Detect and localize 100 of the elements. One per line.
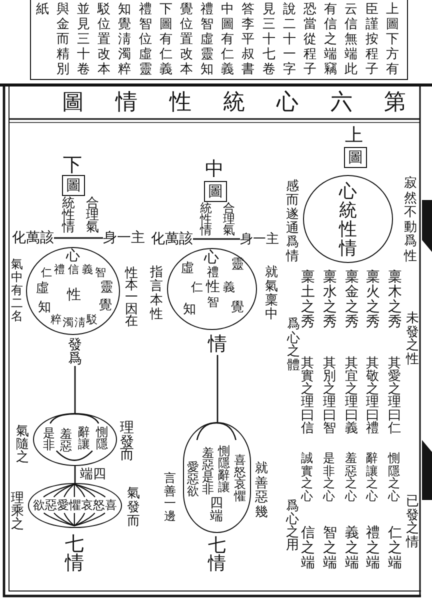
annotation-text: 已發之情: [405, 495, 420, 549]
heading-box: 圖: [204, 181, 227, 202]
annotation-text: 稟土之秀: [300, 270, 316, 330]
circle-node: [26, 247, 120, 335]
capsule-node: [183, 422, 251, 533]
node-text: 知: [182, 303, 197, 317]
side-note: 就氣稟中: [264, 266, 279, 322]
node-text: 虛: [180, 262, 195, 276]
node-text: 是非: [42, 428, 56, 451]
side-note: 上: [345, 127, 363, 145]
node-text: 喜怒哀懼: [233, 454, 247, 502]
node-text: 虛: [35, 282, 50, 296]
node-text: 性: [66, 288, 82, 303]
node-text: 惻隱辭讓: [217, 445, 231, 493]
side-note: 理發而: [119, 422, 135, 462]
node-text: 上圖下方有臣謹按程子云信無端此有信之端竊恐當從程子說二十一字見三十七卷答李平叔書中圖有仁義禮智虛靈知覺位置改本下圖有仁義禮智位虛靈知覺淸濁粹駁位置改本並見三十卷與金而精別紙: [34, 2, 400, 77]
oval-node: [33, 413, 117, 466]
side-note: 氣中有二名: [10, 258, 24, 323]
node-text: 禮: [206, 266, 220, 279]
side-note: 七情: [64, 535, 85, 573]
node-text: 濁: [62, 317, 74, 328]
node-text: 性: [205, 280, 221, 295]
annotation-text: 稟水之秀: [322, 270, 338, 330]
annotation-text: 稟木之秀: [387, 270, 403, 330]
node-text: 心: [204, 250, 219, 265]
annotation-text: 是非之心: [322, 452, 336, 502]
side-note: 寂然不動爲性: [403, 177, 418, 264]
node-text: 化萬該: [151, 232, 193, 246]
annotation-text: 合理氣: [222, 203, 236, 236]
node-text: 智: [94, 267, 107, 279]
side-note: 理乘之: [10, 492, 25, 531]
side-note: 七情: [207, 537, 227, 573]
annotation-text: 其敬之理曰禮: [365, 357, 380, 435]
node-text: 欲惡愛懼哀怒喜: [33, 499, 117, 511]
annotation-text: 未發之性: [405, 312, 420, 366]
connector-line: [74, 366, 76, 413]
annotation-text: 稟金之秀: [344, 270, 360, 330]
side-note: 感而遂通爲情: [285, 180, 300, 264]
annotation-text: 智之端: [322, 526, 338, 571]
node-text: 靈: [230, 258, 245, 272]
node-text: 惻隱: [95, 427, 109, 450]
node-text: 身一主: [103, 231, 145, 245]
node-text: 靈: [99, 281, 114, 295]
annotation-text: 其宜之理曰義: [344, 357, 359, 435]
node-text: 信: [67, 264, 80, 276]
node-text: 義: [81, 264, 94, 276]
node-text: 禮: [53, 264, 66, 276]
connector-line: [54, 237, 103, 239]
annotation-text: 統性情: [199, 203, 213, 236]
node-text: 愛惡欲: [186, 461, 200, 497]
connector-line: [193, 238, 240, 240]
node-text: 義: [222, 281, 236, 294]
circle-node: [167, 248, 257, 330]
annotation-text: 爲心之用: [285, 500, 300, 552]
node-text: 智: [206, 296, 220, 309]
node-text: 心: [66, 249, 80, 263]
node-text: 心統性情: [338, 182, 358, 258]
side-note: 端四: [80, 468, 106, 481]
title-text: 圖情性統心六第: [62, 92, 406, 114]
annotation-text: 惻隱之心: [387, 452, 401, 502]
side-note: 氣發而: [126, 487, 141, 529]
node-text: 身一主: [240, 233, 279, 246]
node-text: 發爲: [67, 338, 83, 366]
node-text: 駁: [86, 314, 98, 325]
side-note: 言善一邊: [163, 472, 177, 522]
heading-box: 圖: [62, 175, 85, 196]
annotation-text: 其愛之理曰仁: [387, 357, 402, 435]
side-note: 下: [63, 156, 82, 175]
annotation-text: 仁之端: [387, 526, 403, 571]
node-text: 覺: [230, 301, 245, 315]
side-note: 氣隨之: [15, 425, 30, 464]
annotation-text: 統性情: [61, 198, 76, 234]
node-text: 羞惡: [59, 429, 73, 452]
node-text: 化萬該: [12, 231, 54, 245]
side-note: 中: [205, 160, 224, 179]
side-note: 就善惡幾: [254, 462, 269, 520]
node-text: 知: [37, 301, 51, 315]
node-text: 情: [207, 334, 228, 355]
node-text: 辭讓: [77, 427, 91, 450]
node-text: 四端: [209, 498, 224, 523]
annotation-text: 羞惡之心: [344, 452, 358, 502]
annotation-text: 爲心之體: [286, 318, 301, 372]
node-text: 粹: [50, 314, 62, 325]
annotation-text: 合理氣: [85, 198, 100, 234]
heading-box: 圖: [344, 147, 367, 168]
annotation-text: 義之端: [344, 526, 360, 571]
annotation-text: 辭讓之心: [365, 452, 379, 502]
node-text: 覺: [98, 299, 113, 313]
annotation-text: 禮之端: [365, 526, 381, 571]
node-text: 仁: [40, 267, 53, 279]
node-text: 淸: [74, 317, 86, 328]
annotation-text: 信之端: [300, 526, 316, 571]
annotation-text: 其實之理曰信: [300, 357, 315, 435]
side-note: 性本一因在: [124, 268, 139, 328]
annotation-text: 稟火之秀: [365, 270, 381, 330]
circle-node: [303, 175, 393, 263]
node-text: 仁: [190, 281, 204, 294]
connector-line: [74, 466, 76, 483]
annotation-text: 誠實之心: [300, 452, 314, 502]
connector-line: [216, 355, 218, 422]
